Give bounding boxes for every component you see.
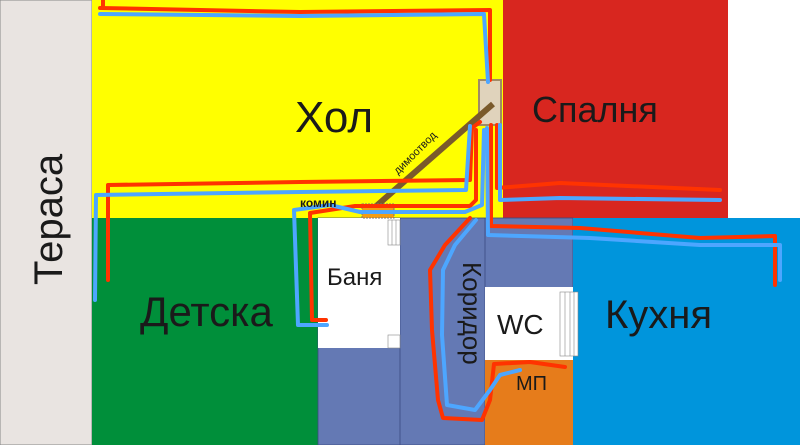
room-label-spalnia: Спалня [532,89,658,130]
room-banya [318,218,400,348]
room-spalnia [503,0,728,218]
room-label-kuhnia: Кухня [605,293,712,337]
cold-pipes [93,12,782,412]
room-label-terasa: Тераса [27,153,71,285]
room-label-wc: WC [497,309,544,340]
room-kuhnia [573,218,800,445]
chimney-box [478,79,502,126]
hot-pipes [98,0,777,422]
room-label-koridor: Коридор [457,262,487,365]
room-label-banya: Баня [327,264,382,291]
room-detska [92,218,318,445]
room-label-mp: МП [516,373,547,395]
room-label-detska: Детска [140,288,273,335]
radiator-icon [387,219,579,357]
room-label-hol: Хол [295,93,373,142]
fireplace-label: комин [300,196,337,210]
